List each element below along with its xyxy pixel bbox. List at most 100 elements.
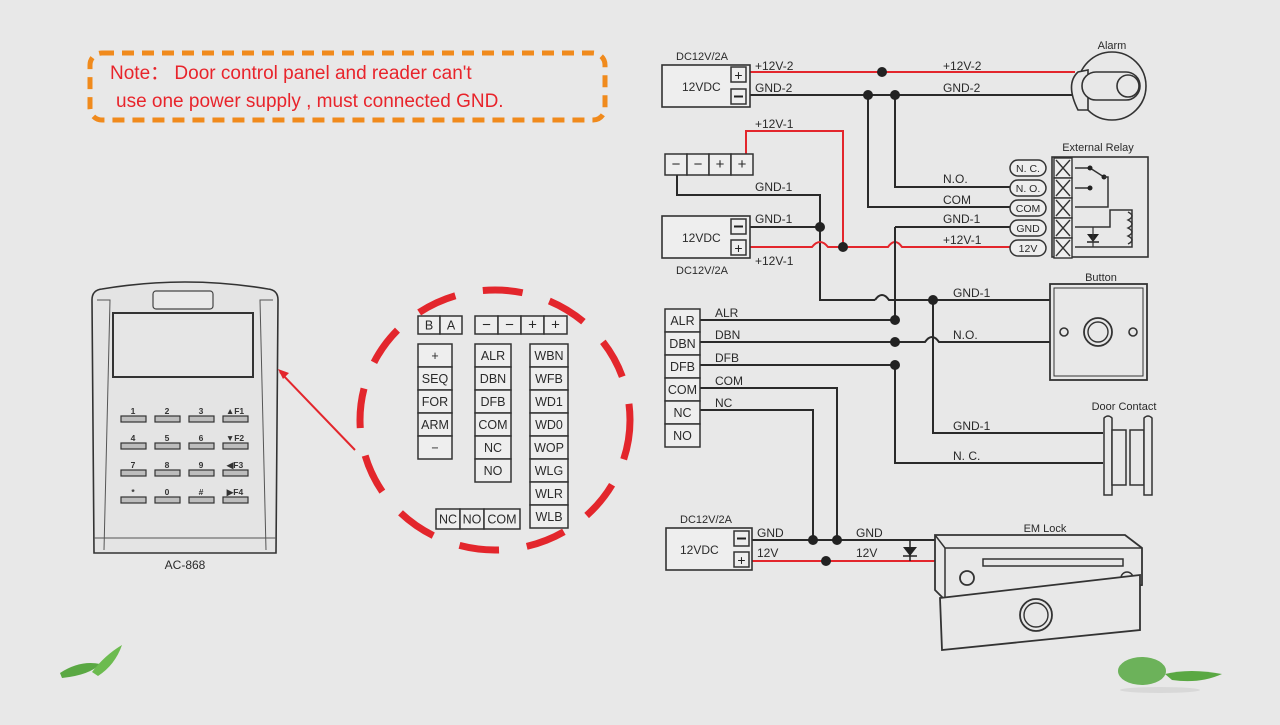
svg-text:+12V-1: +12V-1 [755, 254, 794, 268]
wire-labels: +12V-2 GND-2 +12V-2 GND-2 +12V-1 GND-1 G… [715, 59, 991, 560]
svg-text:COM: COM [715, 374, 743, 388]
note-line-1: Note： Door control panel and reader can'… [110, 63, 472, 84]
keypad-key[interactable]: ▲F1 [222, 406, 249, 423]
svg-text:GND-1: GND-1 [943, 212, 981, 226]
svg-text:+12V-1: +12V-1 [755, 117, 794, 131]
svg-text:DBN: DBN [715, 328, 740, 342]
svg-text:WOP: WOP [534, 441, 564, 455]
svg-text:DC12V/2A: DC12V/2A [676, 265, 729, 277]
diode-icon [903, 540, 917, 561]
panel-terminal: A [439, 315, 463, 335]
panel-terminal: ALR [474, 343, 512, 368]
io-terminal: ALR [664, 308, 701, 333]
svg-text:DFB: DFB [481, 395, 506, 409]
svg-text:2: 2 [165, 406, 170, 416]
psu-bottom: DC12V/2A 12VDC + [665, 514, 753, 571]
panel-terminal: − [474, 315, 499, 335]
svg-text:WBN: WBN [534, 349, 563, 363]
panel-terminal: DFB [474, 389, 512, 414]
keypad-key[interactable]: 8 [154, 460, 181, 477]
keypad-key[interactable]: ◀F3 [222, 460, 249, 477]
svg-text:12VDC: 12VDC [680, 543, 719, 557]
keypad-key[interactable]: 9 [188, 460, 215, 477]
keypad-key[interactable]: 6 [188, 433, 215, 450]
exit-button: Button [1049, 272, 1148, 381]
svg-text:Alarm: Alarm [1098, 40, 1127, 52]
svg-text:+: + [738, 156, 747, 173]
svg-text:12V: 12V [757, 546, 778, 560]
svg-text:1: 1 [131, 406, 136, 416]
leaf-decoration-right [1118, 657, 1222, 693]
svg-text:*: * [131, 487, 135, 497]
svg-text:N.O.: N.O. [943, 172, 968, 186]
keypad-key[interactable]: 5 [154, 433, 181, 450]
keypad-key[interactable]: 2 [154, 406, 181, 423]
panel-relay-terminal: NC [435, 508, 461, 530]
io-terminal: DBN [664, 331, 701, 356]
svg-text:NO: NO [463, 513, 482, 527]
svg-text:WD0: WD0 [535, 418, 563, 432]
svg-text:−: − [505, 317, 514, 334]
panel-terminal: FOR [417, 389, 453, 414]
svg-text:ARM: ARM [421, 418, 449, 432]
psu-top: DC12V/2A 12VDC + [661, 51, 751, 108]
reader-model-label: AC-868 [165, 558, 206, 572]
panel-terminal: WD1 [529, 389, 569, 414]
svg-text:12V: 12V [856, 546, 877, 560]
svg-text:12V: 12V [1019, 243, 1038, 255]
keypad-key[interactable]: ▼F2 [222, 433, 249, 450]
svg-text:9: 9 [199, 460, 204, 470]
svg-text:GND-1: GND-1 [755, 212, 793, 226]
panel-terminal: WLB [529, 504, 569, 529]
svg-text:GND-2: GND-2 [943, 81, 981, 95]
keypad-key[interactable]: 1 [120, 406, 147, 423]
panel-terminal: SEQ [417, 366, 453, 391]
reader-card-window [152, 290, 214, 310]
svg-text:−: − [694, 156, 703, 173]
keypad-key[interactable]: 0 [154, 487, 181, 504]
panel-terminal: + [543, 315, 568, 335]
svg-text:A: A [447, 319, 456, 333]
panel-terminal: + [520, 315, 545, 335]
svg-text:Door Contact: Door Contact [1092, 401, 1157, 413]
panel-terminal: ARM [417, 412, 453, 437]
panel-terminal: + [417, 343, 453, 368]
power-terminal: − [686, 153, 710, 176]
plus-icon: + [734, 67, 742, 83]
svg-text:NC: NC [673, 406, 691, 420]
reader-lcd-screen [112, 312, 254, 378]
svg-text:WFB: WFB [535, 372, 563, 386]
svg-text:WD1: WD1 [535, 395, 563, 409]
svg-text:◀F3: ◀F3 [226, 460, 244, 470]
keypad-key[interactable]: # [188, 487, 215, 504]
keypad-key[interactable]: ▶F4 [222, 487, 249, 504]
panel-relay-terminal: COM [483, 508, 521, 530]
wiring [676, 67, 1103, 566]
wire-com [867, 95, 1010, 208]
note-line-2: use one power supply , must connected GN… [116, 91, 504, 112]
svg-text:COM: COM [1016, 203, 1041, 215]
keypad-key[interactable]: 3 [188, 406, 215, 423]
wire-gnd-1-door [932, 300, 1103, 434]
svg-text:8: 8 [165, 460, 170, 470]
plus-icon: + [734, 240, 742, 256]
wire-dbn [700, 336, 1050, 343]
svg-text:DBN: DBN [480, 372, 506, 386]
wire-plus12v-1-loop [745, 130, 844, 247]
svg-text:DC12V/2A: DC12V/2A [676, 51, 729, 63]
keypad-key[interactable]: * [120, 487, 147, 504]
svg-text:3: 3 [199, 406, 204, 416]
svg-text:▶F4: ▶F4 [226, 487, 244, 497]
svg-text:NO: NO [673, 429, 692, 443]
svg-text:ALR: ALR [481, 349, 505, 363]
keypad-key[interactable]: 7 [120, 460, 147, 477]
keypad-key[interactable]: 4 [120, 433, 147, 450]
svg-text:+: + [528, 317, 537, 334]
svg-text:+: + [716, 156, 725, 173]
svg-text:4: 4 [131, 433, 136, 443]
